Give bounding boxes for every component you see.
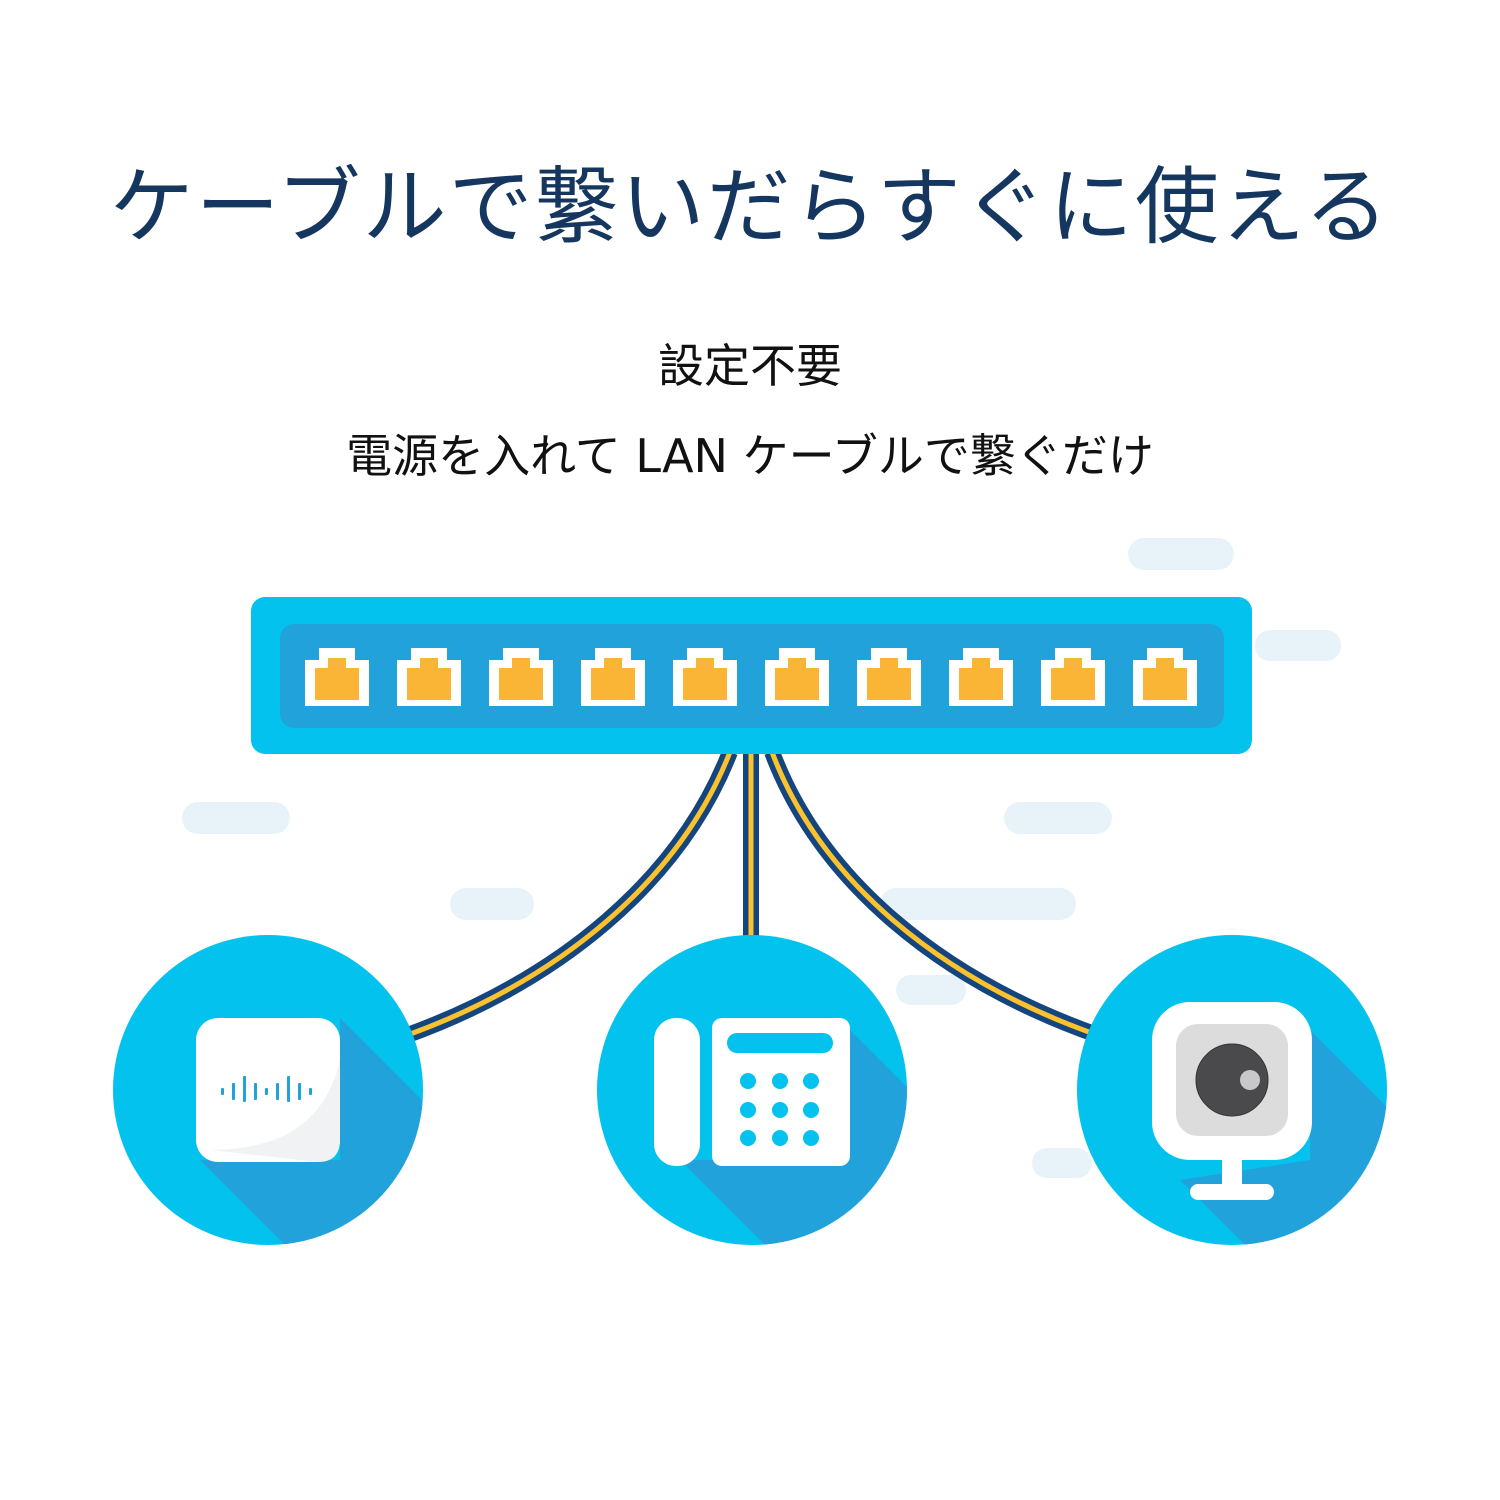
network-switch-icon [251,597,1252,754]
headline: ケーブルで繋いだらすぐに使える [109,158,1391,256]
desk-phone-icon [597,935,907,1245]
access-point-icon [113,935,423,1245]
background-clouds [182,538,1341,1178]
ethernet-cables [402,749,1103,1044]
subtitle-line-1: 設定不要 [658,339,842,393]
ethernet-ports [305,648,1197,706]
webcam-icon [1077,935,1387,1245]
subtitle-line-2: 電源を入れて LAN ケーブルで繋ぐだけ [346,429,1154,483]
